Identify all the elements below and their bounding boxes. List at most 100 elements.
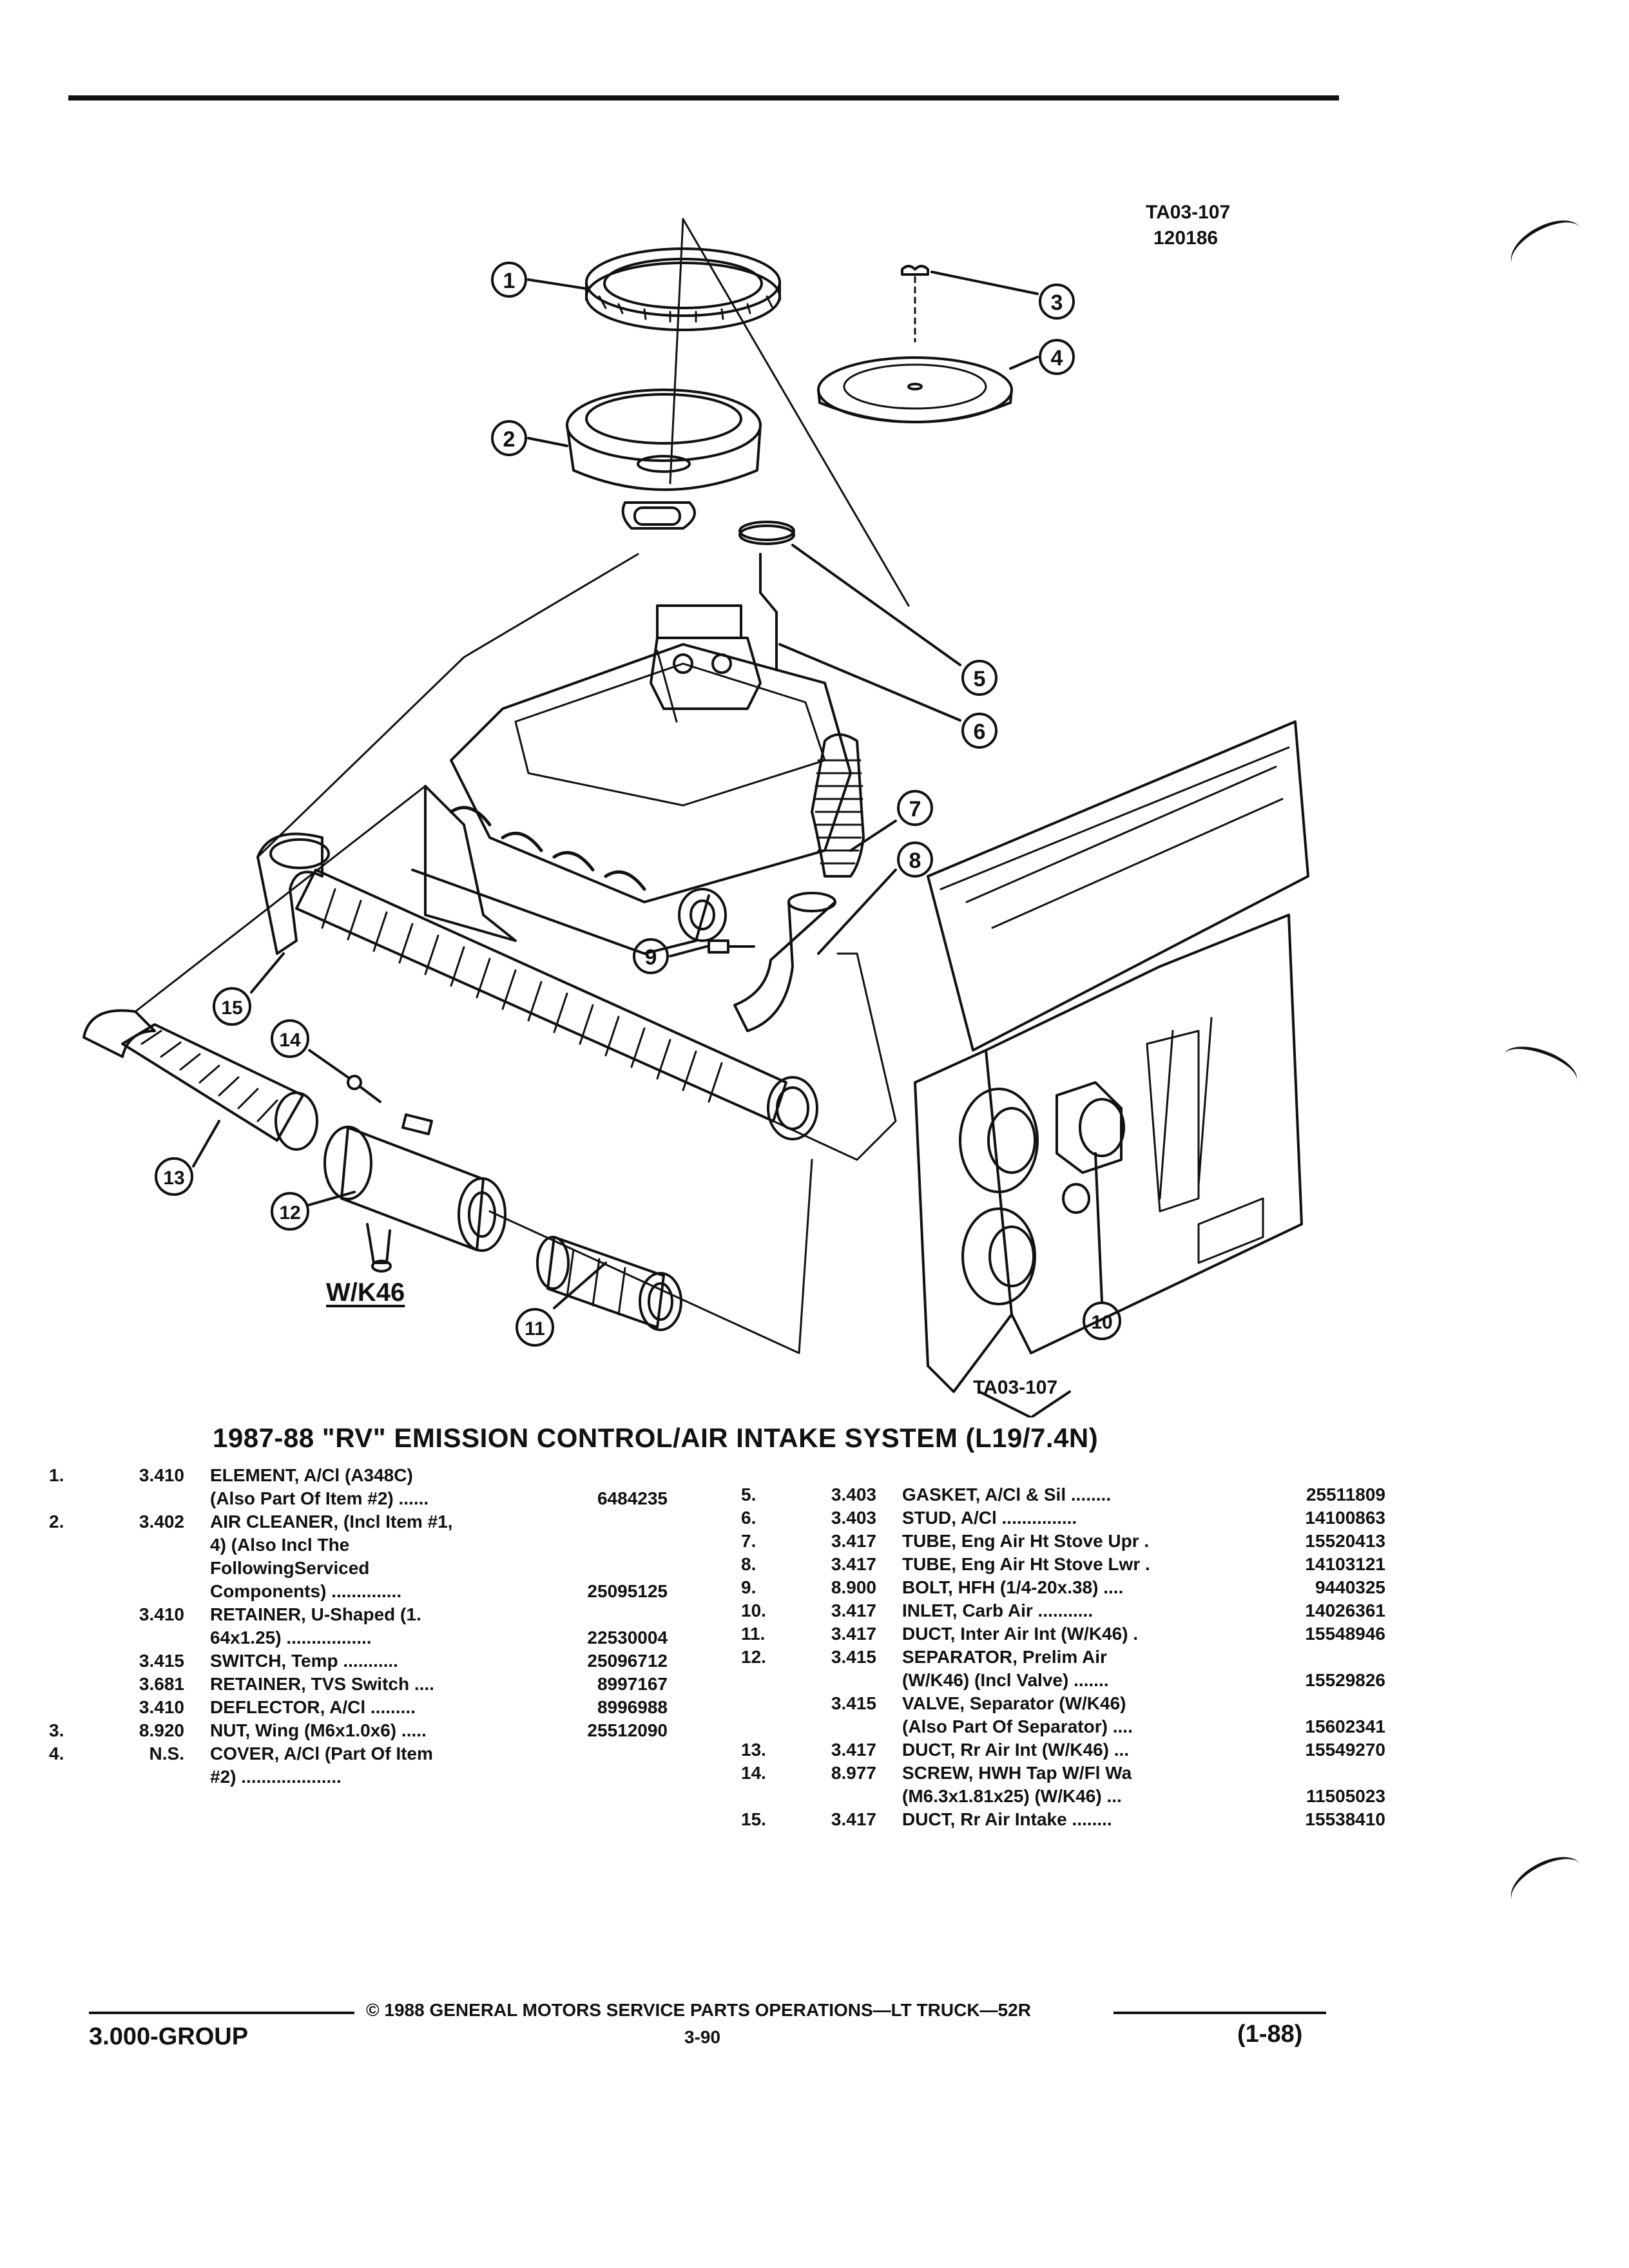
part-catalog-group: 3.403 [831,1508,876,1528]
svg-text:4: 4 [1051,346,1063,370]
part-description: TUBE, Eng Air Ht Stove Upr . [902,1531,1150,1551]
part-catalog-group: 3.415 [831,1647,876,1667]
figure-code: TA03-107 [1146,202,1231,223]
part-catalog-group: 3.415 [831,1693,876,1713]
part-catalog-group [101,1557,210,1580]
part-number: 25512090 [587,1720,668,1740]
part-item-number: 4. [49,1744,64,1763]
part-catalog-group [793,1785,902,1808]
part-catalog-group: 3.417 [831,1554,876,1574]
part-catalog-group [101,1487,210,1510]
part-number: 15549270 [1305,1740,1385,1760]
svg-text:11: 11 [525,1318,545,1340]
part-item-number [49,1557,101,1580]
part-description: 4) (Also Incl The [210,1535,350,1555]
callout-3: 3 [1039,284,1075,320]
part-description: AIR CLEANER, (Incl Item #1, [210,1512,453,1532]
callout-12: 12 [271,1192,309,1231]
part-item-number [49,1649,101,1673]
part-item-number [49,1487,101,1510]
parts-row: (W/K46) (Incl Valve) .......15529826 [741,1669,1411,1692]
part-description: (Also Part Of Item #2) ...... [210,1488,429,1508]
part-description: DEFLECTOR, A/Cl ......... [210,1697,416,1717]
part-item-number: 2. [49,1512,64,1532]
part-number: 11505023 [1306,1786,1385,1806]
part-description: SWITCH, Temp ........... [210,1651,398,1671]
part-catalog-group: 3.417 [831,1531,876,1551]
part-catalog-group: 8.900 [831,1577,876,1597]
callout-1: 1 [491,262,527,298]
callout-9: 9 [633,938,669,974]
part-number [1263,1692,1385,1715]
part-catalog-group: 3.417 [831,1740,876,1760]
part-catalog-group: 3.410 [139,1465,184,1485]
part-number [545,1557,668,1580]
part-item-number [741,1785,793,1808]
part-catalog-group: N.S. [149,1744,184,1763]
part-description: DUCT, Inter Air Int (W/K46) . [902,1624,1139,1644]
part-number: 8997167 [597,1674,668,1694]
part-number: 15602341 [1305,1716,1385,1736]
part-catalog-group: 3.410 [139,1697,184,1717]
scan-mark [1502,209,1591,284]
part-description: (M6.3x1.81x25) (W/K46) ... [902,1786,1122,1806]
engine-block [411,643,852,955]
part-number [545,1765,668,1789]
callout-7: 7 [897,790,933,826]
callout-2: 2 [491,420,527,456]
parts-row: 64x1.25) .................22530004 [49,1626,693,1649]
part-item-number [49,1626,101,1649]
part-item-number: 10. [741,1600,766,1620]
inter-duct [536,1236,682,1331]
stove-tube-lower [733,892,836,1032]
air-cleaner-housing [566,389,762,491]
part-item-number: 13. [741,1740,766,1760]
part-description: FollowingServiced [210,1558,370,1578]
part-description: BOLT, HFH (1/4-20x.38) .... [902,1577,1124,1597]
assembly-outline [134,553,897,1354]
stud [759,553,778,671]
svg-text:8: 8 [909,849,921,873]
part-number: 8996988 [597,1697,668,1717]
part-item-number [49,1533,101,1557]
callout-15: 15 [213,987,251,1026]
snorkel [621,501,696,530]
callout-14: 14 [271,1019,309,1058]
parts-row: (M6.3x1.81x25) (W/K46) ... 11505023 [741,1785,1411,1808]
part-catalog-group [101,1533,210,1557]
parts-row: 3.410 DEFLECTOR, A/Cl ......... 8996988 [49,1696,693,1719]
radiator-support-panel [914,720,1309,1418]
part-description: TUBE, Eng Air Ht Stove Lwr . [902,1554,1150,1574]
footer-page: 3-90 [684,2027,721,2047]
part-description: VALVE, Separator (W/K46) [902,1693,1126,1713]
part-description: Components) .............. [210,1581,402,1601]
callout-10: 10 [1083,1302,1121,1340]
callout-6: 6 [961,713,998,749]
top-rule [68,95,1339,101]
part-description: INLET, Carb Air ........... [902,1600,1094,1620]
part-description: DUCT, Rr Air Intake ........ [902,1809,1112,1829]
callout-5: 5 [961,660,998,696]
footer-copyright: © 1988 GENERAL MOTORS SERVICE PARTS OPER… [366,2000,1031,2020]
svg-text:15: 15 [221,997,242,1019]
part-item-number: 15. [741,1809,766,1829]
part-item-number: 6. [741,1508,757,1528]
part-description: COVER, A/Cl (Part Of Item [210,1744,433,1763]
scan-mark [1498,1038,1583,1098]
part-description: SEPARATOR, Prelim Air [902,1647,1107,1667]
stove-tube-upper [811,733,865,878]
air-cleaner-cover [817,356,1013,423]
wing-nut [901,265,929,343]
part-item-number [741,1692,793,1715]
